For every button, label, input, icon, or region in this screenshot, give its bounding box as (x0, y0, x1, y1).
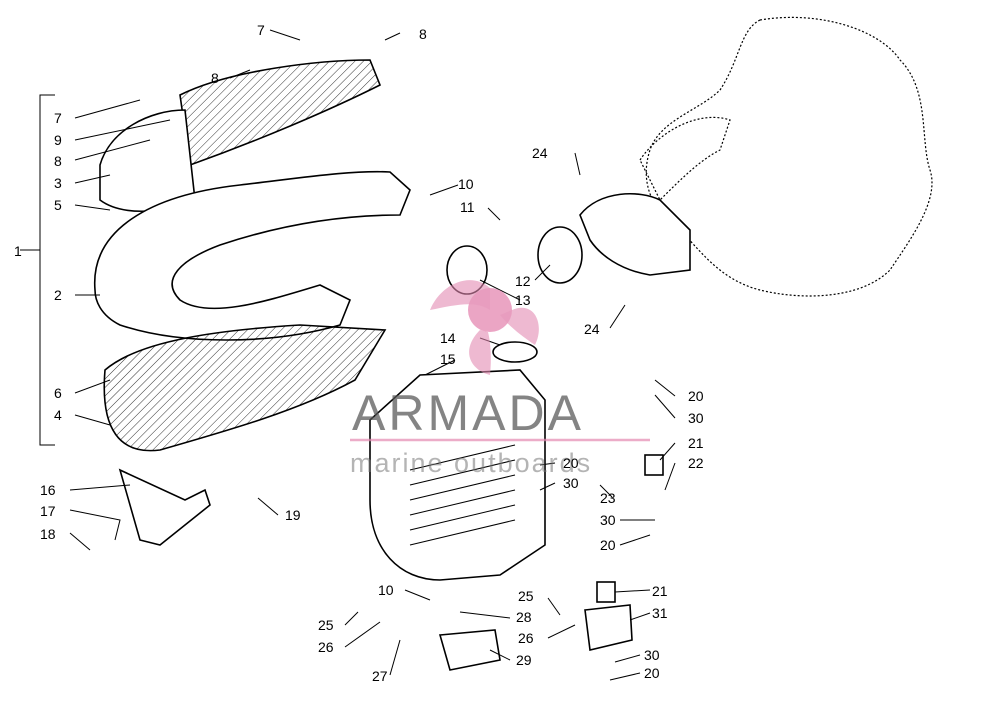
callout-4: 4 (54, 407, 62, 423)
callout-28: 28 (516, 609, 532, 625)
callout-30: 30 (563, 475, 579, 491)
callout-6: 6 (54, 385, 62, 401)
watermark-propeller-logo (430, 280, 539, 375)
callout-19: 19 (285, 507, 301, 523)
rubber-mount-lower (596, 581, 616, 603)
callout-31: 31 (652, 605, 668, 621)
callout-30: 30 (688, 410, 704, 426)
callout-7: 7 (54, 110, 62, 126)
callout-10: 10 (458, 176, 474, 192)
callout-20: 20 (563, 455, 579, 471)
callout-21: 21 (652, 583, 668, 599)
callout-26: 26 (318, 639, 334, 655)
callout-14: 14 (440, 330, 456, 346)
callout-25: 25 (518, 588, 534, 604)
callout-15: 15 (440, 351, 456, 367)
callout-24: 24 (532, 145, 548, 161)
callout-10: 10 (378, 582, 394, 598)
leader-lines (69, 29, 676, 681)
callout-8: 8 (211, 70, 219, 86)
callout-30: 30 (644, 647, 660, 663)
callout-21: 21 (688, 435, 704, 451)
heat-shield-upper (179, 59, 382, 167)
watermark-title: ARMADA (352, 385, 584, 441)
callout-20: 20 (600, 537, 616, 553)
muffler-box (369, 369, 546, 581)
mount-bracket-bottom (438, 629, 501, 671)
mount-bracket-right (584, 604, 633, 651)
callout-9: 9 (54, 132, 62, 148)
callout-17: 17 (40, 503, 56, 519)
callout-5: 5 (54, 197, 62, 213)
heat-shield-lower (103, 324, 387, 452)
callout-1: 1 (14, 243, 22, 259)
callout-labels: 7 8 8 7 9 8 3 5 1 2 6 4 10 11 12 13 14 1… (14, 22, 704, 684)
exhaust-manifold (579, 192, 691, 276)
callout-13: 13 (515, 292, 531, 308)
callout-18: 18 (40, 526, 56, 542)
muffler-fins (409, 444, 516, 546)
watermark: ARMADA marine outboards (350, 280, 650, 478)
callout-30: 30 (600, 512, 616, 528)
callout-20: 20 (688, 388, 704, 404)
callout-23: 23 (600, 490, 616, 506)
callout-8: 8 (419, 26, 427, 42)
manifold-gasket (537, 226, 583, 284)
callout-24: 24 (584, 321, 600, 337)
callout-2: 2 (54, 287, 62, 303)
callout-25: 25 (318, 617, 334, 633)
callout-16: 16 (40, 482, 56, 498)
assembly-bracket (20, 94, 55, 446)
callout-12: 12 (515, 273, 531, 289)
callout-20: 20 (644, 665, 660, 681)
muffler-grommet (492, 341, 538, 363)
callout-3: 3 (54, 175, 62, 191)
callout-11: 11 (460, 199, 475, 215)
rubber-mount-upper (644, 454, 664, 476)
callout-26: 26 (518, 630, 534, 646)
mount-bracket-left (118, 468, 211, 546)
watermark-subtitle: marine outboards (350, 448, 592, 478)
callout-27: 27 (372, 668, 388, 684)
callout-22: 22 (688, 455, 704, 471)
callout-8: 8 (54, 153, 62, 169)
callout-7: 7 (257, 22, 265, 38)
engine-port-outline (639, 116, 731, 202)
engine-block-outline (645, 16, 933, 297)
callout-29: 29 (516, 652, 532, 668)
